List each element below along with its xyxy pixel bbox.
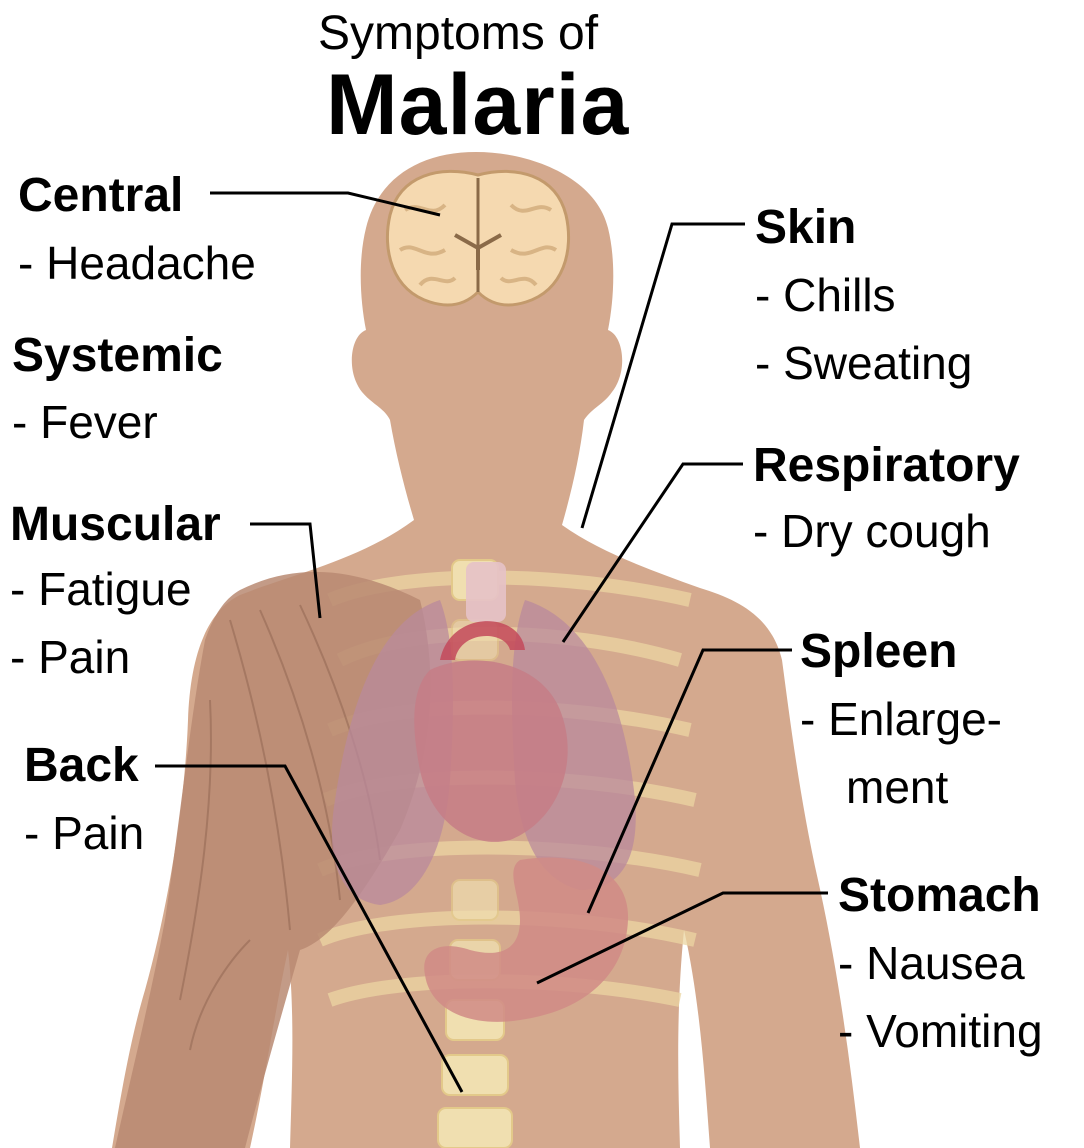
label-spleen-heading: Spleen [800,628,957,676]
brain [387,171,568,305]
label-central-heading: Central [18,172,183,220]
label-central-item-1: - Headache [18,240,256,286]
label-back-heading: Back [24,742,139,790]
label-back-item-1: - Pain [24,810,144,856]
label-muscular-item-1: - Fatigue [10,566,192,612]
label-muscular-heading: Muscular [10,501,221,549]
title-line2: Malaria [326,62,629,148]
label-spleen-item-2: ment [846,764,948,810]
label-systemic-heading: Systemic [12,332,223,380]
title-line1: Symptoms of [318,10,598,58]
label-spleen-item-1: - Enlarge- [800,696,1002,742]
label-stomach-heading: Stomach [838,872,1041,920]
label-respiratory-heading: Respiratory [753,442,1020,490]
label-respiratory-item-1: - Dry cough [753,508,991,554]
label-muscular-item-2: - Pain [10,634,130,680]
label-systemic-item-1: - Fever [12,399,158,445]
label-skin-item-2: - Sweating [755,340,972,386]
label-skin-item-1: - Chills [755,272,896,318]
label-skin-heading: Skin [755,204,856,252]
label-stomach-item-2: - Vomiting [838,1008,1043,1054]
label-stomach-item-1: - Nausea [838,940,1025,986]
